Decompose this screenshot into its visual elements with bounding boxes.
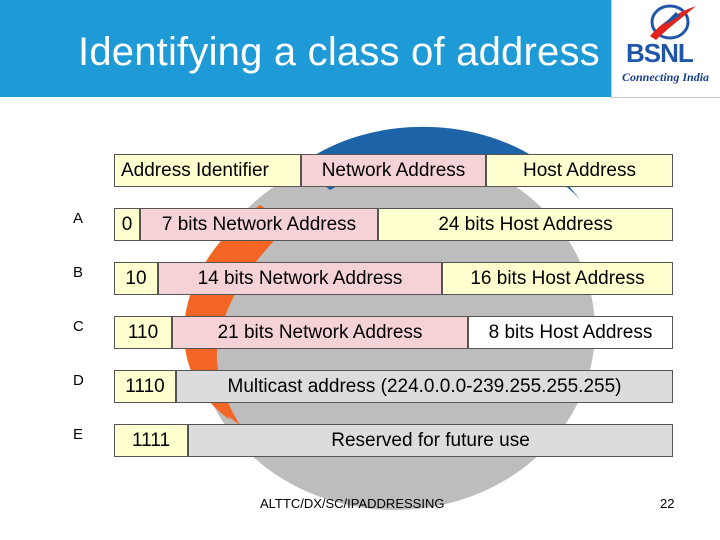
class-a-host: 24 bits Host Address — [378, 208, 673, 241]
bsnl-logo-name: BSNL — [626, 38, 694, 68]
class-e-reserved: Reserved for future use — [188, 424, 673, 457]
class-c-host: 8 bits Host Address — [468, 316, 673, 349]
class-a-network: 7 bits Network Address — [140, 208, 378, 241]
class-label-a: A — [73, 210, 84, 227]
class-c-identifier: 110 — [114, 316, 172, 349]
class-b-host: 16 bits Host Address — [442, 262, 673, 295]
bsnl-logo: BSNL Connecting India — [611, 0, 720, 98]
class-a-identifier: 0 — [114, 208, 140, 241]
legend-address-identifier: Address Identifier — [114, 154, 301, 187]
class-c-network: 21 bits Network Address — [172, 316, 468, 349]
slide-footer: ALTTC/DX/SC/IPADDRESSING — [260, 496, 445, 511]
class-label-b: B — [73, 264, 84, 281]
bsnl-logo-icon — [650, 4, 696, 40]
class-d-multicast: Multicast address (224.0.0.0-239.255.255… — [176, 370, 673, 403]
legend-host-address: Host Address — [486, 154, 673, 187]
class-b-identifier: 10 — [114, 262, 158, 295]
class-d-identifier: 1110 — [114, 370, 176, 403]
class-label-e: E — [73, 426, 84, 443]
class-label-c: C — [73, 318, 84, 335]
class-b-network: 14 bits Network Address — [158, 262, 442, 295]
page-number: 22 — [660, 496, 675, 511]
slide-header: Identifying a class of address — [0, 0, 720, 97]
slide-title: Identifying a class of address — [78, 30, 600, 74]
bsnl-logo-tagline: Connecting India — [622, 70, 710, 84]
class-label-d: D — [73, 372, 84, 389]
class-e-identifier: 1111 — [114, 424, 188, 457]
background-blue-swoosh — [300, 126, 580, 200]
legend-network-address: Network Address — [301, 154, 486, 187]
